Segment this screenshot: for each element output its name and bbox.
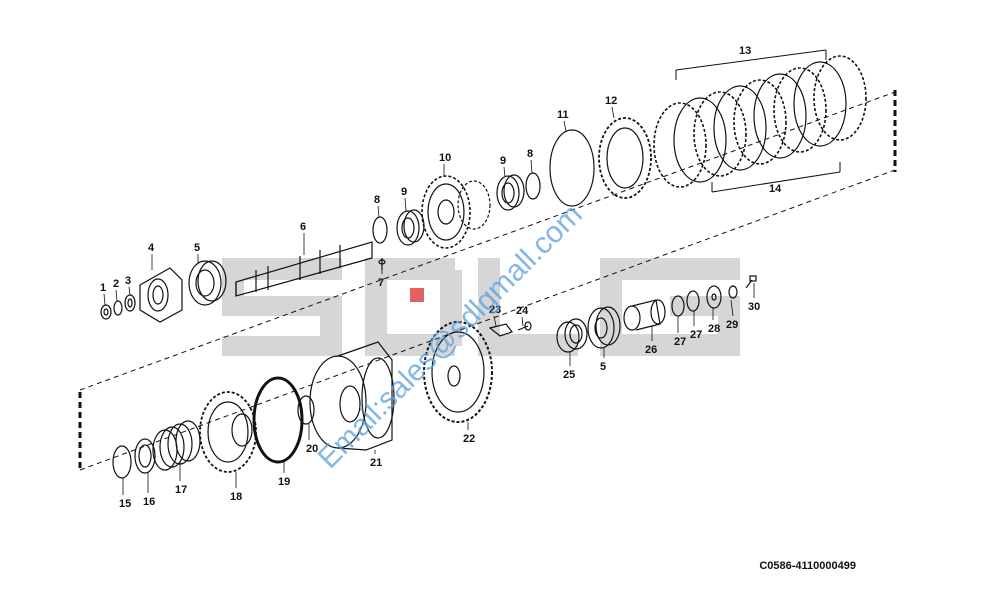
part-lock-washer <box>124 294 136 312</box>
part-labels: 1 2 3 4 5 6 7 8 9 10 8 9 11 12 13 14 30 … <box>100 45 782 510</box>
label-5: 5 <box>194 242 200 254</box>
part-pin <box>378 258 386 270</box>
label-24: 24 <box>516 305 529 317</box>
label-leaders <box>103 106 755 495</box>
part-disc-28 <box>706 285 722 309</box>
label-17: 17 <box>175 484 187 496</box>
part-clutch-pack <box>653 55 867 188</box>
label-16: 16 <box>143 496 155 508</box>
part-screw-24 <box>517 321 532 331</box>
label-19: 19 <box>278 476 290 488</box>
drawing-code: C0586-4110000499 <box>759 560 856 572</box>
label-15: 15 <box>119 498 131 510</box>
label-4: 4 <box>148 242 155 254</box>
upper-assembly <box>100 49 867 323</box>
label-3: 3 <box>125 275 131 287</box>
label-30: 30 <box>748 301 760 313</box>
label-5b: 5 <box>600 361 606 373</box>
label-29: 29 <box>726 319 738 331</box>
part-retaining-ring <box>549 129 595 207</box>
part-snap-ring <box>372 216 388 244</box>
label-18: 18 <box>230 491 242 503</box>
label-8b: 8 <box>527 148 533 160</box>
group-brackets <box>675 49 841 193</box>
part-clip <box>488 323 513 337</box>
label-13: 13 <box>739 45 751 57</box>
part-bearing <box>188 260 227 306</box>
label-27a: 27 <box>690 329 702 341</box>
part-sleeve <box>623 299 666 331</box>
label-14: 14 <box>769 183 782 195</box>
part-gear-22 <box>423 321 493 423</box>
part-bearing-3 <box>496 174 525 211</box>
label-12: 12 <box>605 95 617 107</box>
label-9b: 9 <box>500 155 506 167</box>
watermark-logo-red-mark <box>410 288 424 302</box>
part-bearing-race <box>556 318 588 353</box>
label-26: 26 <box>645 344 657 356</box>
part-snap-ring-2 <box>525 172 541 200</box>
label-22: 22 <box>463 433 475 445</box>
label-23: 23 <box>489 304 501 316</box>
part-snap-ring-15 <box>112 445 132 479</box>
part-ring-16 <box>134 438 156 474</box>
label-2: 2 <box>113 278 119 290</box>
lower-assembly <box>112 275 757 479</box>
part-washer <box>113 300 123 316</box>
part-spring-pack <box>152 420 201 471</box>
part-bearing-lower <box>587 306 621 349</box>
part-29 <box>728 285 738 299</box>
label-27b: 27 <box>674 336 686 348</box>
label-1: 1 <box>100 282 106 294</box>
part-clutch-drum <box>309 341 395 451</box>
part-piston <box>297 395 315 425</box>
part-bearing-2 <box>396 209 425 246</box>
label-8: 8 <box>374 194 380 206</box>
part-bolt-30 <box>745 275 757 289</box>
part-gear-18 <box>199 391 257 473</box>
label-20: 20 <box>306 443 318 455</box>
label-9: 9 <box>401 186 407 198</box>
label-28: 28 <box>708 323 720 335</box>
label-10: 10 <box>439 152 451 164</box>
part-o-ring <box>252 376 304 464</box>
label-7: 7 <box>378 277 384 289</box>
label-21: 21 <box>370 457 382 469</box>
label-11: 11 <box>557 109 569 121</box>
part-end-plate <box>598 117 652 199</box>
label-25: 25 <box>563 369 575 381</box>
part-flange <box>139 267 183 323</box>
part-gear-10 <box>421 175 491 249</box>
label-6: 6 <box>300 221 306 233</box>
part-nut <box>100 304 112 320</box>
part-shaft <box>235 241 373 297</box>
